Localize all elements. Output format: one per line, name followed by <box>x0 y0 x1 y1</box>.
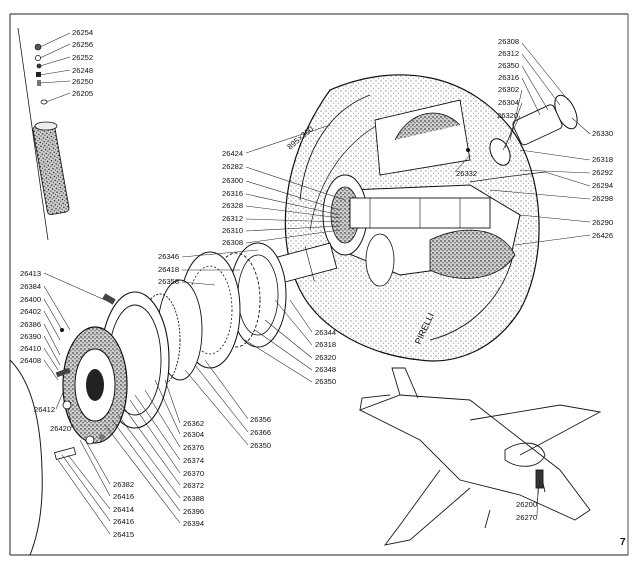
part-label: 26386 <box>20 320 41 329</box>
part-label-26420: 26420 <box>50 424 71 433</box>
part-label: 26382 <box>113 480 134 489</box>
part-label: 26312 <box>222 214 243 223</box>
part-label: 26390 <box>20 332 41 341</box>
part-label: 26402 <box>20 307 41 316</box>
labels-bottom-left: 26382 26416 26414 26416 26415 <box>113 480 134 539</box>
labels-far-left: 26413 26384 26400 26402 26386 26390 2641… <box>20 269 41 365</box>
part-label: 26318 <box>592 155 613 164</box>
labels-right-column: 26330 26318 26292 26294 26298 26290 2642… <box>592 129 613 240</box>
brake-assembly <box>62 242 287 444</box>
part-label: 26292 <box>592 168 613 177</box>
part-label: 26294 <box>592 181 613 190</box>
part-label: 26374 <box>183 456 204 465</box>
part-label: 26316 <box>222 189 243 198</box>
wheel-hub <box>322 99 521 287</box>
fuselage-edge <box>9 359 43 556</box>
leader-lines <box>39 32 591 535</box>
part-label: 26300 <box>222 176 243 185</box>
part-label: 26308 <box>222 238 243 247</box>
part-label: 26304 <box>183 430 204 439</box>
part-label: 26356 <box>250 415 271 424</box>
part-label: 26312 <box>498 49 519 58</box>
part-label: 26270 <box>516 513 537 522</box>
part-label: 26256 <box>72 40 93 49</box>
part-label: 26396 <box>183 507 204 516</box>
axle-parts-top-right <box>466 94 578 183</box>
part-label: 26348 <box>315 365 336 374</box>
part-label: 26350 <box>250 441 271 450</box>
part-label: 26376 <box>183 443 204 452</box>
part-label: 26394 <box>183 519 204 528</box>
part-label: 26346 <box>158 252 179 261</box>
part-label: 26318 <box>315 340 336 349</box>
part-label: 26304 <box>498 98 519 107</box>
part-label: 26320 <box>315 353 336 362</box>
part-label: 26400 <box>20 295 41 304</box>
part-label: 26248 <box>72 66 93 75</box>
labels-bottom-center: 26362 26304 26376 26374 26370 26372 2638… <box>183 419 204 528</box>
part-label: 26413 <box>20 269 41 278</box>
small-parts-column <box>17 27 70 241</box>
part-label: 26316 <box>498 73 519 82</box>
labels-center-mid: 26346 26418 26358 <box>158 252 179 286</box>
part-label: 26372 <box>183 481 204 490</box>
part-label: 26290 <box>592 218 613 227</box>
labels-airplane: 26200 26270 <box>516 500 537 522</box>
part-label: 26205 <box>72 89 93 98</box>
part-label: 26424 <box>222 149 243 158</box>
part-label: 26366 <box>250 428 271 437</box>
part-label: 26426 <box>592 231 613 240</box>
part-label: 26302 <box>498 85 519 94</box>
part-label: 26358 <box>158 277 179 286</box>
part-label: 26384 <box>20 282 41 291</box>
part-label: 26298 <box>592 194 613 203</box>
part-label: 26282 <box>222 162 243 171</box>
part-label: 26416 <box>113 492 134 501</box>
part-label: 26310 <box>222 226 243 235</box>
part-label: 26254 <box>72 28 93 37</box>
labels-top-right: 26308 26312 26350 26316 26302 26304 2632… <box>497 37 519 120</box>
part-label: 26250 <box>72 77 93 86</box>
part-label: 26416 <box>113 517 134 526</box>
part-label: 26414 <box>113 505 134 514</box>
part-label: 26350 <box>315 377 336 386</box>
part-label: 26370 <box>183 469 204 478</box>
part-label-26412: 26412 <box>34 405 55 414</box>
bolt-parts <box>54 293 116 460</box>
part-label: 26350 <box>498 61 519 70</box>
page-number: 7 <box>620 537 626 548</box>
airplane-sketch <box>358 367 602 546</box>
labels-hub-lower: 26344 26318 26320 26348 26350 <box>315 328 336 386</box>
labels-left-column: 26254 26256 26252 26248 26250 26205 <box>72 28 93 98</box>
part-label: 26330 <box>592 129 613 138</box>
part-label: 26408 <box>20 356 41 365</box>
part-label: 26418 <box>158 265 179 274</box>
part-label: 26200 <box>516 500 537 509</box>
labels-bottom-right-of-center: 26356 26366 26350 <box>250 415 271 450</box>
part-label: 26410 <box>20 344 41 353</box>
part-label: 26415 <box>113 530 134 539</box>
part-label: 26362 <box>183 419 204 428</box>
part-label: 26388 <box>183 494 204 503</box>
part-label: 26344 <box>315 328 336 337</box>
part-label: 26252 <box>72 53 93 62</box>
part-label: 26308 <box>498 37 519 46</box>
part-label: 26320 <box>497 111 518 120</box>
labels-center-left: 26424 26282 26300 26316 26328 26312 2631… <box>222 149 243 247</box>
part-label-26332: 26332 <box>456 169 477 178</box>
part-label: 26328 <box>222 201 243 210</box>
